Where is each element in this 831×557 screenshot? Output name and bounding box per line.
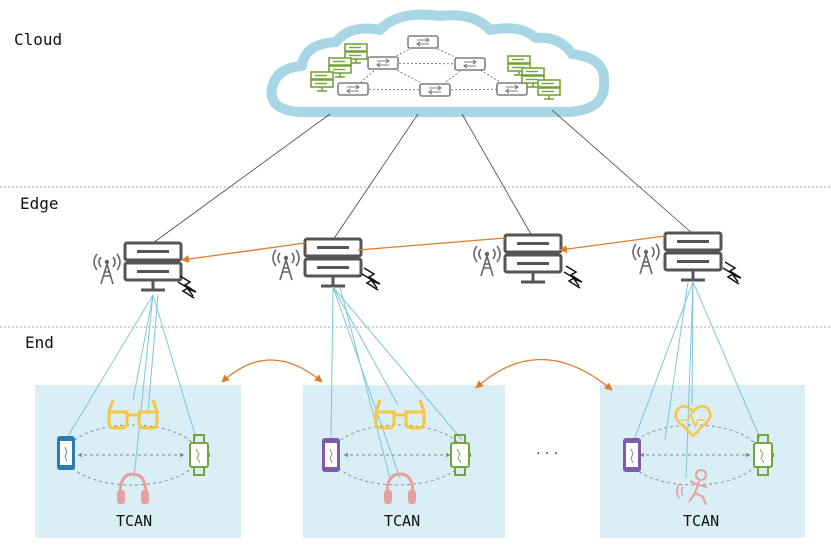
antenna-tower-icon (93, 253, 121, 285)
edge-peer-links (181, 235, 666, 263)
cloud-switch-icon (454, 57, 486, 71)
antenna-tower-icon (632, 243, 660, 275)
smartphone-icon (622, 437, 642, 473)
wireless-signal-icon (563, 265, 583, 289)
smartphone-icon (56, 435, 76, 471)
edge-node-4 (632, 231, 742, 285)
edge-node-3 (473, 233, 583, 289)
cloud-icon (266, 9, 610, 117)
antenna-tower-icon (473, 245, 501, 277)
edge-server-icon (123, 241, 183, 292)
tier-label-edge: Edge (20, 194, 59, 213)
edge-server-icon (663, 231, 723, 282)
cluster-2-label: TCAN (384, 512, 420, 530)
cloud-switch-icon (496, 82, 528, 96)
cloud-edge-links (152, 109, 694, 244)
wireless-signal-icon (361, 267, 381, 291)
smartphone-icon (321, 437, 341, 473)
device-uplinks (66, 281, 761, 479)
edge-node-2 (272, 237, 381, 291)
edge-server-icon (503, 233, 563, 284)
cluster-3-label: TCAN (683, 512, 719, 530)
cloud-switch-icon (367, 56, 399, 70)
cloud-switch-icon (407, 35, 439, 49)
edge-node-1 (93, 241, 197, 299)
cluster-peer-arcs (221, 358, 613, 391)
tier-label-cloud: Cloud (14, 30, 62, 49)
ellipsis-text: · · · (536, 446, 558, 462)
wireless-signal-icon (722, 261, 742, 285)
tier-label-end: End (25, 333, 54, 352)
cloud-network (310, 35, 561, 100)
cloud-switch-icon (419, 83, 451, 97)
edge-server-icon (303, 237, 363, 288)
cluster-1-label: TCAN (116, 512, 152, 530)
cloud-switch-icon (337, 82, 369, 96)
antenna-tower-icon (272, 249, 300, 281)
